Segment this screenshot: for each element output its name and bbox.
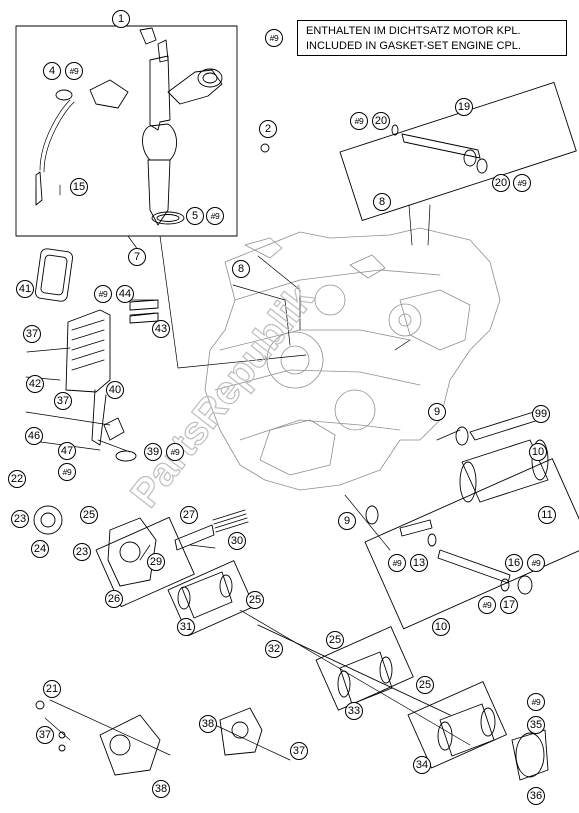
- callout-part[interactable]: 47: [58, 442, 76, 460]
- callout-part[interactable]: 37: [54, 392, 72, 410]
- oil-filler-parts: [35, 27, 270, 226]
- callout-gasket-ref[interactable]: #9: [513, 174, 531, 192]
- callout-part[interactable]: 9: [428, 403, 446, 421]
- callout-part[interactable]: 46: [25, 427, 43, 445]
- callout-part[interactable]: 25: [246, 591, 264, 609]
- callout-part[interactable]: 2: [259, 120, 277, 138]
- callout-part[interactable]: 8: [373, 193, 391, 211]
- oil-cooler-parts: [35, 248, 159, 462]
- callout-part[interactable]: 31: [177, 618, 195, 636]
- callout-part[interactable]: 44: [116, 285, 134, 303]
- callout-part[interactable]: 27: [180, 506, 198, 524]
- watermark-text: PartsRepublik: [122, 276, 323, 516]
- callout-part[interactable]: 25: [326, 631, 344, 649]
- callout-gasket-ref[interactable]: #9: [166, 443, 184, 461]
- callout-part[interactable]: 34: [413, 756, 431, 774]
- group-frame-oil-filler: [15, 25, 238, 237]
- group-frame-shaft-19: [339, 82, 577, 221]
- callout-part[interactable]: 26: [105, 590, 123, 608]
- callout-part[interactable]: 42: [26, 375, 44, 393]
- callout-gasket-ref[interactable]: #9: [58, 463, 76, 481]
- gasket-note-key: #9: [265, 29, 283, 47]
- leader-lines: [25, 99, 471, 761]
- callout-part[interactable]: 33: [345, 702, 363, 720]
- callout-part[interactable]: 11: [538, 506, 556, 524]
- callout-part[interactable]: 13: [410, 554, 428, 572]
- callout-part[interactable]: 38: [152, 780, 170, 798]
- callout-part[interactable]: 24: [31, 540, 49, 558]
- gasket-set-note: ENTHALTEN IM DICHTSATZ MOTOR KPL. INCLUD…: [297, 20, 567, 56]
- callout-part[interactable]: 10: [529, 443, 547, 461]
- callout-part[interactable]: 23: [11, 510, 29, 528]
- callout-part[interactable]: 40: [106, 381, 124, 399]
- callout-part[interactable]: 37: [23, 325, 41, 343]
- callout-part[interactable]: 35: [527, 716, 545, 734]
- callout-part[interactable]: 39: [144, 443, 162, 461]
- callout-part[interactable]: 23: [73, 543, 91, 561]
- lower-cover-parts: [35, 700, 263, 776]
- gasket-note-line-de: ENTHALTEN IM DICHTSATZ MOTOR KPL.: [306, 25, 521, 37]
- shaft-19-parts: [391, 124, 488, 174]
- callout-part[interactable]: 25: [80, 506, 98, 524]
- callout-part[interactable]: 21: [43, 680, 61, 698]
- callout-part[interactable]: 20: [372, 112, 390, 130]
- callout-part[interactable]: 36: [527, 787, 545, 805]
- group-frame-rotor-31: [167, 560, 255, 637]
- callout-part[interactable]: 9: [338, 512, 356, 530]
- callout-part[interactable]: 22: [8, 470, 26, 488]
- callout-part[interactable]: 38: [199, 715, 217, 733]
- callout-part[interactable]: 20: [492, 174, 510, 192]
- gasket-note-line-en: INCLUDED IN GASKET-SET ENGINE CPL.: [306, 40, 521, 52]
- callout-part[interactable]: 43: [152, 320, 170, 338]
- callout-gasket-ref[interactable]: #9: [350, 112, 368, 130]
- callout-part[interactable]: 1: [112, 10, 130, 28]
- callout-gasket-ref[interactable]: #9: [388, 554, 406, 572]
- callout-part[interactable]: 15: [70, 178, 88, 196]
- callout-part[interactable]: 7: [128, 248, 146, 266]
- oil-pump-parts: [33, 505, 549, 781]
- callout-part[interactable]: 4: [43, 62, 61, 80]
- callout-part[interactable]: 17: [500, 596, 518, 614]
- callout-gasket-ref[interactable]: #9: [94, 285, 112, 303]
- callout-part[interactable]: 37: [290, 742, 308, 760]
- callout-part[interactable]: 19: [455, 98, 473, 116]
- callout-part[interactable]: 29: [147, 553, 165, 571]
- callout-part[interactable]: 37: [36, 726, 54, 744]
- callout-gasket-ref[interactable]: #9: [527, 554, 545, 572]
- engine-block: [204, 227, 501, 491]
- callout-part[interactable]: 25: [416, 676, 434, 694]
- callout-gasket-ref[interactable]: #9: [478, 596, 496, 614]
- callout-gasket-ref[interactable]: #9: [206, 207, 224, 225]
- callout-part[interactable]: 30: [228, 532, 246, 550]
- callout-part[interactable]: 5: [186, 207, 204, 225]
- group-frame-oil-pump: [95, 517, 195, 608]
- callout-part[interactable]: 16: [505, 554, 523, 572]
- callout-part[interactable]: 99: [532, 405, 550, 423]
- callout-gasket-ref[interactable]: #9: [527, 693, 545, 711]
- group-frame-shaft-10: [364, 458, 579, 630]
- callout-part[interactable]: 32: [265, 640, 283, 658]
- group-frame-rotor-33: [315, 626, 414, 711]
- callout-part[interactable]: 41: [16, 280, 34, 298]
- callout-part[interactable]: 8: [232, 260, 250, 278]
- callout-gasket-ref[interactable]: #9: [65, 62, 83, 80]
- callout-part[interactable]: 10: [432, 618, 450, 636]
- group-frame-rotor-34: [407, 681, 507, 769]
